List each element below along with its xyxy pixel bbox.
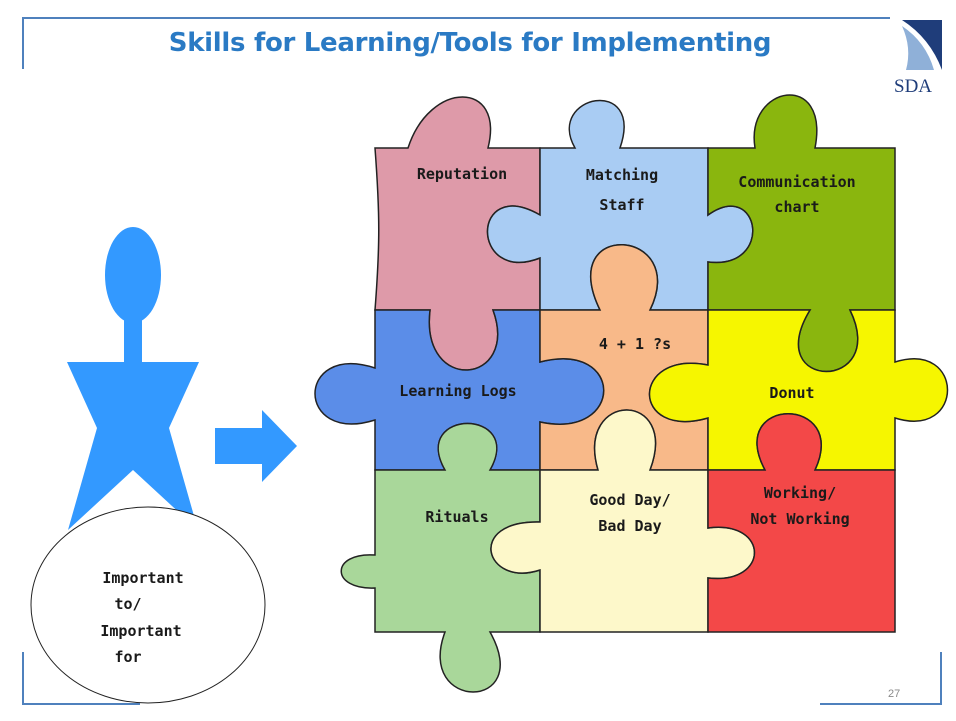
logo-text: SDA — [894, 76, 932, 97]
label-working-not-working-line-2: Not Working — [750, 510, 849, 528]
frame-bottom-left-v — [22, 652, 24, 704]
slide-title: Skills for Learning/Tools for Implementi… — [168, 28, 772, 58]
label-communication-chart-line-2: chart — [774, 198, 819, 216]
frame-bottom-right-h — [820, 703, 942, 705]
oval-label-line-1: Important — [102, 569, 183, 587]
puzzle-piece-working-not-working — [707, 413, 896, 633]
label-donut: Donut — [769, 384, 814, 402]
person-star-body — [67, 362, 199, 530]
oval-label-line-2: to/ — [114, 595, 141, 613]
person-neck — [124, 316, 142, 366]
label-working-not-working-line-1: Working/ — [764, 484, 836, 502]
label-communication-chart-line-1: Communication — [738, 173, 855, 191]
important-oval — [30, 506, 266, 704]
oval-label-line-4: for — [114, 648, 141, 666]
label-good-day-bad-day-line-1: Good Day/ — [589, 491, 670, 509]
oval-label-line-3: Important — [100, 622, 181, 640]
frame-bottom-right-v — [940, 652, 942, 704]
frame-top-line — [22, 17, 890, 19]
label-4-plus-1: 4 + 1 ?s — [599, 335, 671, 353]
sda-logo: SDA — [894, 20, 942, 97]
person-head — [105, 227, 161, 323]
page-number: 27 — [888, 688, 901, 700]
label-matching-staff-line-1: Matching — [586, 166, 658, 184]
frame-bottom-left-h — [22, 703, 140, 705]
frame-left-line — [22, 17, 24, 69]
label-good-day-bad-day-line-2: Bad Day — [598, 517, 661, 535]
label-matching-staff-line-2: Staff — [599, 196, 644, 214]
label-reputation: Reputation — [417, 165, 507, 183]
right-arrow-icon — [215, 410, 297, 482]
label-learning-logs: Learning Logs — [399, 382, 516, 400]
label-rituals: Rituals — [425, 508, 488, 526]
